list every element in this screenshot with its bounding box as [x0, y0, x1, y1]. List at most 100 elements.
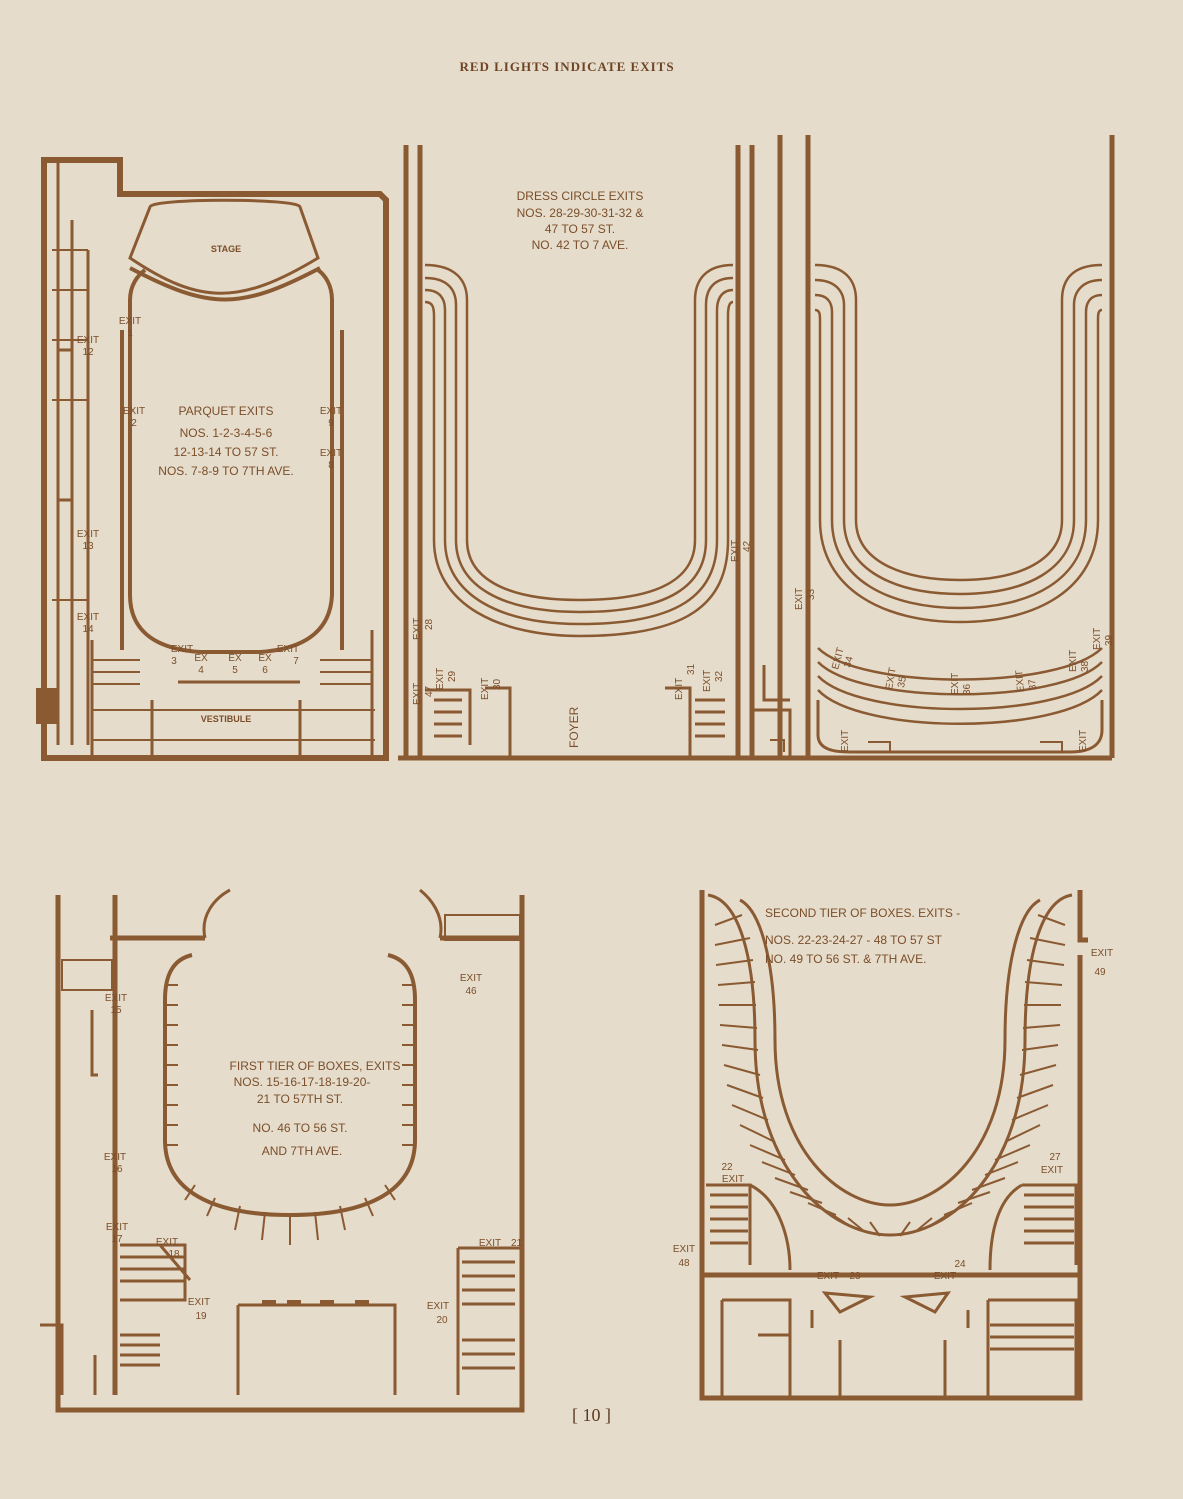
exit-number: 28	[424, 618, 435, 630]
exit-number: 1	[127, 328, 133, 339]
exit-number: 6	[262, 665, 268, 676]
exit-number: 22	[721, 1162, 733, 1173]
exit-label: EXIT	[104, 1152, 126, 1163]
second-tier-plan: SECOND TIER OF BOXES. EXITS - NOS. 22-23…	[673, 890, 1113, 1401]
exit-label: EXIT	[673, 1244, 695, 1255]
exit-number: 14	[82, 624, 94, 635]
first-tier-line: 21 TO 57TH ST.	[257, 1092, 343, 1106]
exit-label: EXIT	[156, 1237, 178, 1248]
exit-number: 36	[962, 683, 973, 695]
exit-label: EX	[258, 653, 272, 664]
exit-number: 37	[1027, 678, 1039, 690]
exit-label: EXIT	[106, 1222, 128, 1233]
exit-label: EXIT	[277, 644, 299, 655]
exit-label: EXIT	[817, 1271, 839, 1282]
exit-number: 24	[954, 1259, 966, 1270]
exit-number: 32	[714, 670, 725, 682]
exit-number: 13	[82, 541, 94, 552]
exit-number: 38	[1080, 660, 1091, 672]
parquet-line: NOS. 1-2-3-4-5-6	[180, 426, 273, 440]
exit-label: EXIT	[77, 529, 99, 540]
exit-number: 12	[82, 347, 94, 358]
exit-label: EXIT	[1092, 628, 1103, 650]
first-tier-title: FIRST TIER OF BOXES, EXITS	[230, 1059, 401, 1073]
parquet-line: NOS. 7-8-9 TO 7TH AVE.	[158, 464, 293, 478]
exit-number: 15	[110, 1005, 122, 1016]
exit-label: EXIT	[674, 678, 685, 700]
exit-label: EXIT	[77, 612, 99, 623]
exit-label: EXIT	[1068, 650, 1079, 672]
exit-number: 23	[849, 1271, 861, 1282]
header-title: RED LIGHTS INDICATE EXITS	[459, 59, 674, 74]
exit-label: EXIT	[171, 644, 193, 655]
exit-label: EXIT	[722, 1174, 744, 1185]
exit-number: 46	[465, 986, 477, 997]
exit-label: EXIT	[794, 588, 805, 610]
second-tier-exit-labels: EXIT 49 22 EXIT 27 EXIT EXIT 48 EXIT 23 …	[673, 948, 1113, 1282]
dress-circle-line: NOS. 28-29-30-31-32 &	[517, 206, 644, 220]
exit-number: 4	[198, 665, 204, 676]
exit-number: 30	[492, 678, 503, 690]
exit-number: 31	[686, 663, 697, 675]
exit-number: 21	[511, 1238, 523, 1249]
exit-number: 20	[436, 1315, 448, 1326]
dress-circle-plan: DRESS CIRCLE EXITS NOS. 28-29-30-31-32 &…	[398, 145, 755, 761]
exit-number: 35	[896, 675, 909, 688]
exit-label: EXIT	[119, 316, 141, 327]
parquet-line: 12-13-14 TO 57 ST.	[174, 445, 279, 459]
first-tier-plan: FIRST TIER OF BOXES, EXITS NOS. 15-16-17…	[40, 888, 525, 1413]
dress-circle-exit-labels: EXIT 28 EXIT 47 EXIT 29 EXIT 30 EXIT 31 …	[412, 540, 753, 705]
exit-label: EXIT	[427, 1301, 449, 1312]
parquet-exit-labels: EXIT 1 EXIT 12 EXIT 2 EXIT 9 EXIT 8 EXIT…	[77, 316, 342, 676]
exit-number: 39	[1104, 634, 1115, 646]
exit-number: 16	[111, 1164, 123, 1175]
exit-label: EXIT	[412, 618, 423, 640]
second-tier-line: NO. 49 TO 56 ST. & 7TH AVE.	[765, 952, 926, 966]
exit-label: EXIT	[188, 1297, 210, 1308]
exit-number: 47	[424, 685, 435, 697]
exit-label: EXIT	[105, 993, 127, 1004]
exit-label: EXIT	[934, 1271, 956, 1282]
first-tier-line: NOS. 15-16-17-18-19-20-	[234, 1075, 371, 1089]
exit-number: 17	[111, 1234, 123, 1245]
parquet-plan: STAGE VESTIBULE PARQUET EXITS NOS. 1-2-3…	[36, 157, 389, 761]
dress-circle-title: DRESS CIRCLE EXITS	[517, 189, 644, 203]
exit-number: 18	[168, 1249, 180, 1260]
exit-label: EXIT	[460, 973, 482, 984]
exit-label: EXIT	[1041, 1165, 1063, 1176]
exit-label: EXIT	[950, 673, 961, 695]
vestibule-label: VESTIBULE	[201, 714, 252, 724]
exit-label: EXIT	[77, 335, 99, 346]
exit-number: 29	[447, 670, 458, 682]
exit-number: 2	[131, 418, 137, 429]
exit-label: EXIT	[412, 683, 423, 705]
foyer-label: FOYER	[567, 706, 581, 748]
page-number: [ 10 ]	[572, 1405, 611, 1425]
exit-number: 33	[806, 588, 817, 600]
exit-number: 27	[1049, 1152, 1061, 1163]
exit-number: 42	[742, 540, 753, 552]
balcony-plan: EXIT 33 EXIT 34 EXIT 35 EXIT 36 EXIT 37 …	[752, 135, 1115, 761]
exit-label: EXIT	[320, 406, 342, 417]
exit-label: EXIT	[730, 540, 741, 562]
exit-number: 3	[171, 656, 177, 667]
exit-number: 48	[678, 1258, 690, 1269]
exit-number: 8	[328, 460, 334, 471]
exit-number: 7	[293, 656, 299, 667]
exit-label: EXIT	[884, 667, 899, 691]
exit-label: EXIT	[1078, 730, 1089, 752]
exit-label: EXIT	[840, 730, 851, 752]
dress-circle-line: NO. 42 TO 7 AVE.	[532, 238, 629, 252]
exit-label: EXIT	[702, 670, 713, 692]
parquet-title: PARQUET EXITS	[179, 404, 274, 418]
exit-label: EXIT	[1091, 948, 1113, 959]
exit-label: EXIT	[480, 678, 491, 700]
exit-number: 19	[195, 1311, 207, 1322]
exit-label: EXIT	[479, 1238, 501, 1249]
second-tier-title: SECOND TIER OF BOXES. EXITS -	[765, 906, 960, 920]
exit-label: EXIT	[435, 668, 446, 690]
exit-number: 9	[328, 418, 334, 429]
exit-label: EX	[228, 653, 242, 664]
